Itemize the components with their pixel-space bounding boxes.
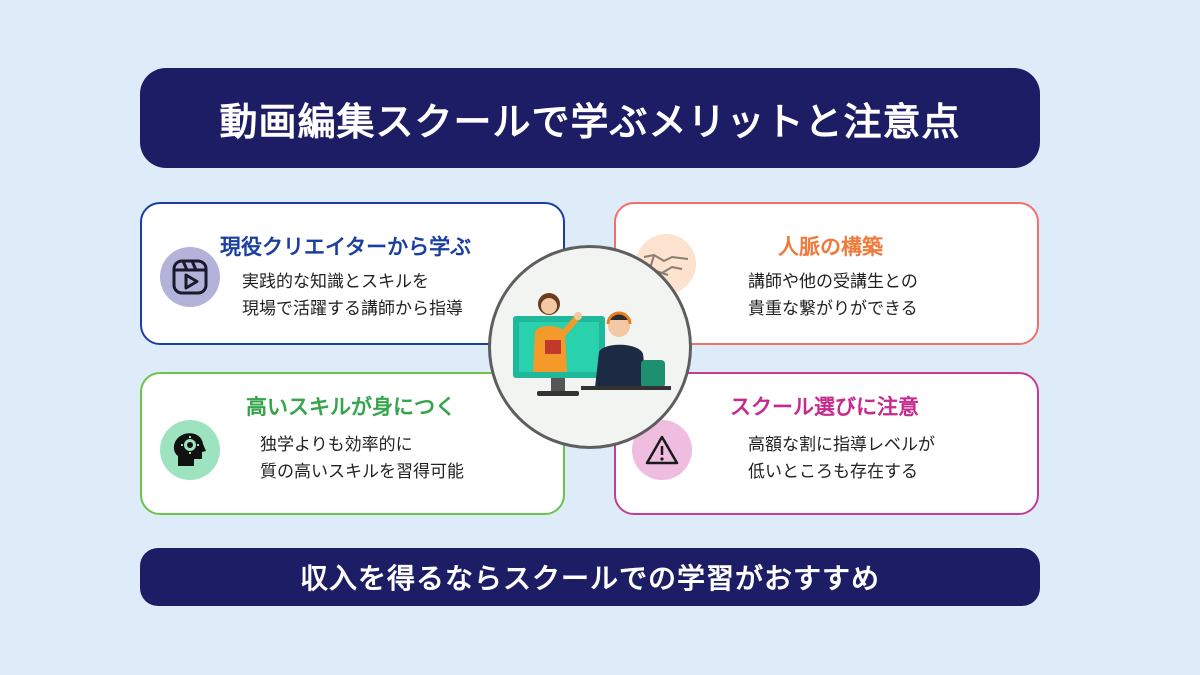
head-gear-icon bbox=[160, 420, 220, 480]
card-body-line: 質の高いスキルを習得可能 bbox=[260, 462, 464, 482]
card-body-line: 講師や他の受講生との bbox=[748, 272, 918, 292]
card-heading: 人脈の構築 bbox=[778, 235, 883, 259]
card-heading: 高いスキルが身につく bbox=[246, 395, 456, 419]
card-body: 高額な割に指導レベルが 低いところも存在する bbox=[748, 432, 935, 486]
card-body: 独学よりも効率的に 質の高いスキルを習得可能 bbox=[260, 432, 464, 486]
card-caution: スクール選びに注意 高額な割に指導レベルが 低いところも存在する bbox=[614, 372, 1039, 515]
title-banner: 動画編集スクールで学ぶメリットと注意点 bbox=[140, 68, 1040, 168]
card-network: 人脈の構築 講師や他の受講生との 貴重な繋がりができる bbox=[614, 202, 1039, 345]
video-icon bbox=[160, 247, 220, 307]
card-heading: スクール選びに注意 bbox=[730, 395, 919, 419]
card-body-line: 低いところも存在する bbox=[748, 462, 918, 482]
card-heading: 現役クリエイターから学ぶ bbox=[220, 235, 472, 259]
card-creators: 現役クリエイターから学ぶ 実践的な知識とスキルを 現場で活躍する講師から指導 bbox=[140, 202, 565, 345]
card-body-line: 現場で活躍する講師から指導 bbox=[242, 299, 463, 319]
card-body-line: 実践的な知識とスキルを bbox=[242, 272, 429, 292]
card-body-line: 貴重な繋がりができる bbox=[748, 299, 918, 319]
card-body-line: 独学よりも効率的に bbox=[260, 435, 413, 455]
card-body: 講師や他の受講生との 貴重な繋がりができる bbox=[748, 269, 918, 323]
card-skills: 高いスキルが身につく 独学よりも効率的に 質の高いスキルを習得可能 bbox=[140, 372, 565, 515]
page-title: 動画編集スクールで学ぶメリットと注意点 bbox=[219, 99, 961, 144]
footer-banner: 収入を得るならスクールでの学習がおすすめ bbox=[140, 548, 1040, 606]
card-body: 実践的な知識とスキルを 現場で活躍する講師から指導 bbox=[242, 269, 463, 323]
card-body-line: 高額な割に指導レベルが bbox=[748, 435, 935, 455]
online-lesson-illustration bbox=[488, 245, 692, 449]
footer-text: 収入を得るならスクールでの学習がおすすめ bbox=[299, 562, 880, 595]
